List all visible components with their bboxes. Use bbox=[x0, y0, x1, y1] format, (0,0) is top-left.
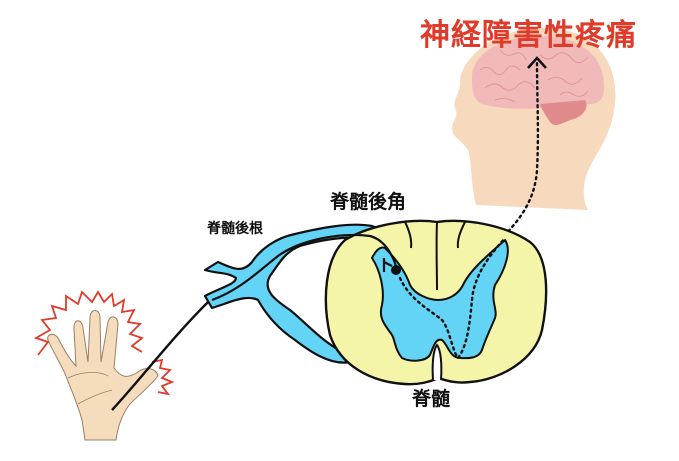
spinal-cord-cross-section bbox=[324, 219, 548, 386]
pain-signal-path bbox=[498, 58, 540, 242]
pain-zigzag-icon bbox=[33, 290, 144, 356]
sensory-nerve-line bbox=[111, 301, 209, 411]
synapse-icon bbox=[382, 258, 393, 272]
arrowhead-up-icon bbox=[527, 56, 547, 69]
label-dorsal-root: 脊髄後根 bbox=[207, 221, 263, 237]
label-dorsal-horn: 脊髄後角 bbox=[330, 191, 407, 213]
neuron-cell-body bbox=[391, 265, 401, 275]
gray-matter bbox=[371, 239, 509, 362]
dorsal-root-nerve bbox=[203, 223, 404, 364]
cerebellum-icon bbox=[540, 100, 587, 126]
pain-zigzag-thumb-icon bbox=[151, 358, 175, 396]
diagram-title: 神経障害性疼痛 bbox=[420, 18, 637, 53]
label-spinal-cord: 脊髄 bbox=[412, 388, 451, 410]
head-illustration bbox=[452, 27, 616, 210]
